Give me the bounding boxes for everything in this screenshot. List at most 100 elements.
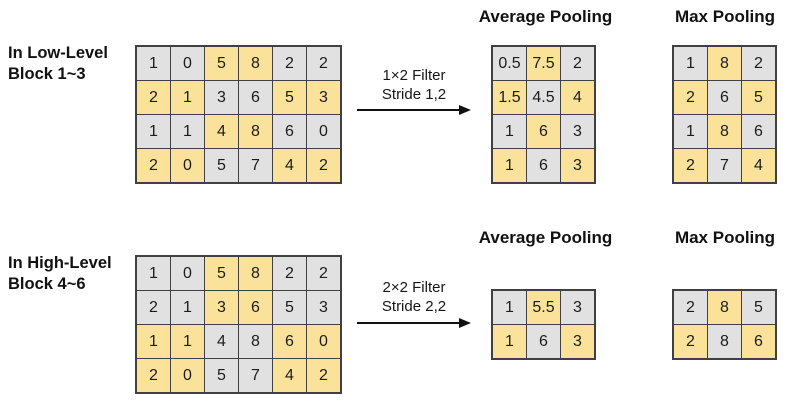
matrix-cell: 6 — [527, 325, 560, 358]
matrix-cell: 2 — [307, 47, 340, 80]
row-label-low: In Low-Level Block 1~3 — [8, 43, 108, 85]
matrix-cell: 6 — [239, 81, 272, 114]
matrix-cell: 1 — [674, 115, 707, 148]
matrix-cell: 5 — [205, 257, 238, 290]
matrix-cell: 7 — [708, 149, 741, 182]
matrix-cell: 8 — [708, 115, 741, 148]
matrix-cell: 3 — [307, 81, 340, 114]
matrix-cell: 4 — [742, 149, 775, 182]
matrix-cell: 3 — [307, 291, 340, 324]
matrix-cell: 2 — [137, 291, 170, 324]
matrix-cell: 2 — [273, 257, 306, 290]
matrix-cell: 2 — [307, 149, 340, 182]
matrix-cell: 2 — [137, 359, 170, 392]
arrow-icon-high — [357, 318, 471, 328]
matrix-cell: 0 — [171, 257, 204, 290]
filter-label-low: 1×2 Filter Stride 1,2 — [354, 66, 474, 104]
row-label-high-line2: Block 4~6 — [8, 275, 86, 293]
matrix-cell: 8 — [239, 325, 272, 358]
average-pooling-heading-high: Average Pooling — [478, 228, 613, 247]
matrix-cell: 6 — [273, 115, 306, 148]
filter-stride-high: Stride 2,2 — [381, 298, 447, 315]
matrix-cell: 3 — [561, 115, 594, 148]
matrix-cell: 6 — [527, 115, 560, 148]
matrix-cell: 4 — [205, 325, 238, 358]
matrix-cell: 4 — [205, 115, 238, 148]
max-pooling-heading-low: Max Pooling — [674, 7, 776, 26]
matrix-cell: 2 — [307, 257, 340, 290]
filter-label-high: 2×2 Filter Stride 2,2 — [354, 278, 474, 316]
matrix-cell: 2 — [561, 47, 594, 80]
matrix-cell: 2 — [742, 47, 775, 80]
matrix-cell: 1 — [674, 47, 707, 80]
filter-size-low: 1×2 Filter — [382, 67, 446, 84]
matrix-cell: 6 — [239, 291, 272, 324]
matrix-cell: 2 — [307, 359, 340, 392]
matrix-cell: 2 — [273, 47, 306, 80]
filter-stride-low: Stride 1,2 — [381, 86, 447, 103]
matrix-cell: 1 — [137, 325, 170, 358]
matrix-cell: 1 — [493, 325, 526, 358]
matrix-cell: 5 — [273, 81, 306, 114]
row-label-high-line1: In High-Level — [8, 254, 112, 272]
row-label-low-line1: In Low-Level — [8, 44, 108, 62]
matrix-cell: 5 — [205, 359, 238, 392]
arrow-head-icon-high — [459, 318, 471, 328]
matrix-cell: 2 — [674, 325, 707, 358]
matrix-cell: 3 — [205, 81, 238, 114]
max-pooling-heading-high: Max Pooling — [674, 228, 776, 247]
matrix-cell: 1 — [493, 115, 526, 148]
matrix-cell: 5 — [742, 291, 775, 324]
matrix-cell: 1 — [171, 325, 204, 358]
matrix-cell: 2 — [674, 81, 707, 114]
matrix-cell: 6 — [527, 149, 560, 182]
average-pooling-heading-low: Average Pooling — [478, 7, 613, 26]
matrix-cell: 1 — [137, 47, 170, 80]
matrix-cell: 0 — [307, 325, 340, 358]
matrix-cell: 5 — [273, 291, 306, 324]
matrix-cell: 1 — [137, 115, 170, 148]
matrix-cell: 1 — [171, 81, 204, 114]
matrix-cell: 3 — [561, 149, 594, 182]
matrix-cell: 1.5 — [493, 81, 526, 114]
arrow-head-icon-low — [459, 105, 471, 115]
matrix-cell: 6 — [273, 325, 306, 358]
matrix-cell: 6 — [742, 325, 775, 358]
matrix-cell: 4 — [561, 81, 594, 114]
matrix-cell: 1 — [171, 291, 204, 324]
matrix-cell: 2 — [137, 81, 170, 114]
matrix-cell: 7.5 — [527, 47, 560, 80]
matrix-cell: 4.5 — [527, 81, 560, 114]
matrix-cell: 6 — [742, 115, 775, 148]
matrix-cell: 7 — [239, 359, 272, 392]
matrix-cell: 1 — [493, 149, 526, 182]
matrix-cell: 0.5 — [493, 47, 526, 80]
row-label-low-line2: Block 1~3 — [8, 65, 86, 83]
matrix-cell: 5 — [205, 47, 238, 80]
matrix-cell: 2 — [137, 149, 170, 182]
matrix-cell: 3 — [561, 291, 594, 324]
matrix-cell: 2 — [674, 149, 707, 182]
matrix-cell: 8 — [708, 47, 741, 80]
matrix-cell: 1 — [171, 115, 204, 148]
matrix-cell: 5 — [742, 81, 775, 114]
matrix-cell: 8 — [708, 325, 741, 358]
matrix-cell: 0 — [307, 115, 340, 148]
matrix-cell: 7 — [239, 149, 272, 182]
matrix-cell: 1 — [493, 291, 526, 324]
matrix-cell: 0 — [171, 149, 204, 182]
matrix-cell: 3 — [561, 325, 594, 358]
matrix-cell: 4 — [273, 359, 306, 392]
matrix-cell: 8 — [239, 115, 272, 148]
row-label-high: In High-Level Block 4~6 — [8, 253, 112, 295]
matrix-cell: 8 — [239, 257, 272, 290]
arrow-icon-low — [357, 105, 471, 115]
matrix-cell: 8 — [708, 291, 741, 324]
matrix-cell: 5 — [205, 149, 238, 182]
